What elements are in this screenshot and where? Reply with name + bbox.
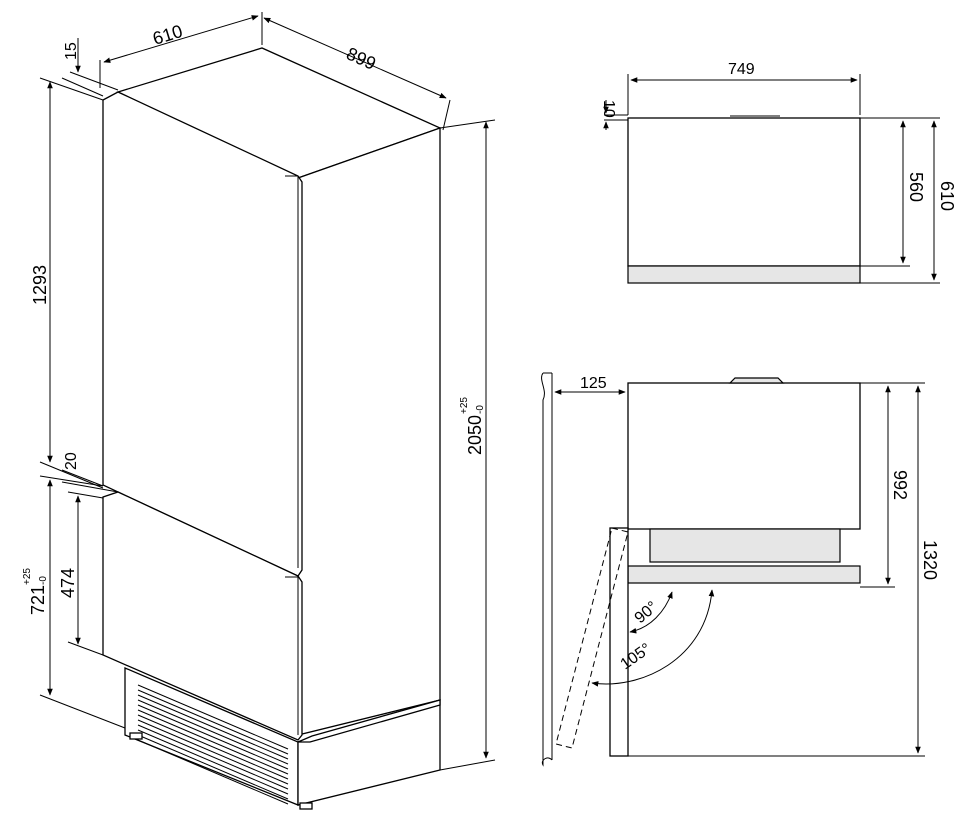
dim-560: 560 bbox=[906, 172, 926, 202]
drawer-door-edge bbox=[285, 576, 299, 735]
svg-text:-0: -0 bbox=[38, 576, 49, 585]
vent-slat bbox=[137, 684, 289, 750]
upper-door-edge bbox=[285, 175, 299, 568]
svg-text:+25: +25 bbox=[22, 568, 33, 585]
vent-slat bbox=[137, 729, 289, 795]
dim-721: 721 +25 -0 bbox=[22, 568, 49, 615]
foot-right bbox=[299, 802, 313, 810]
plinth-top bbox=[297, 699, 441, 743]
dim-992: 992 bbox=[890, 470, 910, 500]
dim-610-side: 610 bbox=[937, 181, 957, 211]
door-open-105 bbox=[555, 527, 629, 749]
dim-10: 10 bbox=[600, 100, 617, 118]
svg-text:-0: -0 bbox=[475, 405, 486, 414]
side-view-hinge-cap bbox=[728, 377, 785, 384]
vent-grille bbox=[137, 684, 289, 805]
svg-text:721: 721 bbox=[28, 585, 48, 615]
vent-slat bbox=[137, 724, 289, 790]
dim-2050: 2050 +25 -0 bbox=[459, 397, 486, 455]
foot-left bbox=[129, 732, 143, 740]
dim-20: 20 bbox=[63, 452, 80, 470]
dim-1320: 1320 bbox=[920, 540, 940, 580]
svg-text:+25: +25 bbox=[459, 397, 470, 414]
vent-slat bbox=[137, 694, 289, 760]
side-view-base bbox=[627, 565, 861, 584]
vent-slat bbox=[137, 739, 289, 805]
side-view-lower-box bbox=[649, 528, 841, 563]
side-view: 125 992 1320 90° 105° bbox=[541, 372, 940, 767]
top-view-body bbox=[627, 117, 861, 267]
iso-side-face bbox=[297, 127, 441, 736]
iso-view bbox=[102, 47, 442, 810]
angle-arc-105 bbox=[591, 589, 715, 687]
vent-slat bbox=[137, 734, 289, 800]
vent-slat bbox=[137, 709, 289, 775]
side-view-body bbox=[627, 382, 861, 530]
dim-15: 15 bbox=[63, 42, 80, 60]
vent-slat bbox=[137, 699, 289, 765]
drawer-door bbox=[102, 491, 303, 741]
vent-slat bbox=[137, 719, 289, 785]
svg-text:2050: 2050 bbox=[465, 415, 485, 455]
top-view-door bbox=[627, 265, 861, 284]
vent-slat bbox=[137, 704, 289, 770]
vent-slat bbox=[137, 689, 289, 755]
dim-610: 610 bbox=[150, 21, 185, 49]
dim-1293: 1293 bbox=[30, 265, 50, 305]
door-open-90 bbox=[609, 527, 629, 757]
top-view: 749 10 560 610 bbox=[600, 61, 957, 284]
dim-474: 474 bbox=[58, 568, 78, 598]
dim-749: 749 bbox=[728, 61, 755, 78]
dim-125: 125 bbox=[580, 375, 607, 392]
vent-slat bbox=[137, 714, 289, 780]
dim-899: 899 bbox=[343, 43, 379, 73]
angle-90: 90° bbox=[632, 598, 661, 627]
wall bbox=[541, 372, 553, 767]
